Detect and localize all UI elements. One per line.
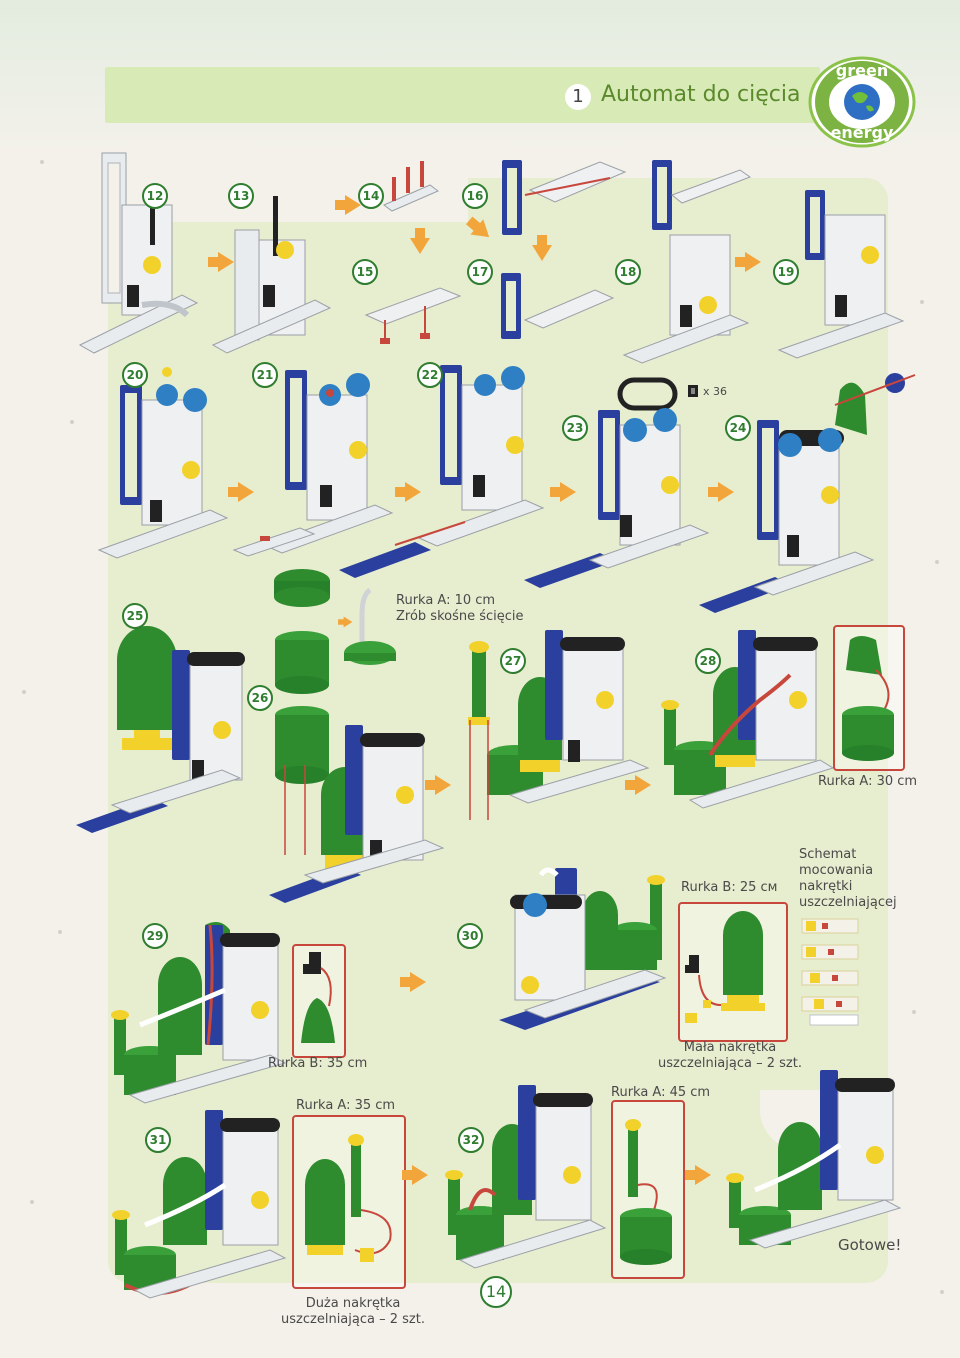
step-arrow-icon [425, 775, 451, 795]
model-step-20 [97, 367, 229, 559]
schema-label: Schemat mocowania nakrętki uszczelniając… [799, 847, 897, 910]
step-arrow-icon [550, 482, 576, 502]
step-arrow-icon [400, 972, 426, 992]
tube-a-35-label: Rurka A: 35 cm [296, 1098, 396, 1113]
model-step-26-disc [344, 587, 396, 665]
step-arrow-icon [338, 616, 353, 628]
model-step-29 [111, 921, 287, 1104]
tube-a-10-label: Rurka A: 10 cm [396, 593, 496, 608]
model-step-26-base [269, 725, 445, 903]
model-step-26-tank [275, 631, 329, 694]
step-arrow-icon [208, 252, 234, 272]
done-label: Gotowe! [838, 1236, 902, 1254]
model-step-13 [211, 196, 332, 354]
model-step-21 [262, 370, 394, 554]
step-number: 29 [142, 923, 168, 949]
step-number: 32 [458, 1127, 484, 1153]
step-number: 15 [352, 259, 378, 285]
seal-nut-schema [801, 918, 859, 1026]
tube-a-45-label: Rurka A: 45 cm [611, 1085, 711, 1100]
step-number: 17 [467, 259, 493, 285]
paper-speckle [58, 930, 62, 934]
step-number: 22 [417, 362, 443, 388]
step-arrow-icon [685, 1165, 711, 1185]
model-step-25 [76, 626, 245, 833]
step-number: 27 [500, 648, 526, 674]
model-step-28 [661, 630, 835, 809]
step-arrow-icon [402, 1165, 428, 1185]
title-bar [105, 67, 820, 123]
parts-icon [688, 385, 698, 397]
step-number: 20 [122, 362, 148, 388]
tube-a-30-label: Rurka A: 30 cm [818, 774, 918, 789]
step-number: 31 [145, 1127, 171, 1153]
model-step-15 [364, 287, 462, 344]
paper-speckle [940, 1290, 944, 1294]
model-step-26-tank2 [275, 706, 329, 784]
detail-tank-tube-a-30 [842, 636, 894, 761]
svg-text:energy: energy [831, 123, 894, 142]
model-step-12 [78, 152, 199, 354]
step-arrow-down-icon [532, 235, 552, 261]
model-step-19 [777, 190, 905, 359]
small-nut-label: Mała nakrętka uszczelniająca – 2 szt. [658, 1040, 802, 1071]
step-number: 12 [142, 183, 168, 209]
model-step-31 [112, 1110, 287, 1299]
model-step-32 [445, 1085, 607, 1269]
paper-speckle [40, 160, 44, 164]
step-arrow-icon [228, 482, 254, 502]
step-number: 19 [773, 259, 799, 285]
parts-count: x 36 [703, 385, 728, 398]
green-energy-logo: green energy [808, 56, 916, 148]
step-number: 25 [122, 603, 148, 629]
step-number: 16 [462, 183, 488, 209]
step-arrow-icon [395, 482, 421, 502]
model-step-17 [501, 273, 615, 339]
model-step-22-bar [232, 527, 316, 557]
big-nut-label: Duża nakrętka uszczelniająca – 2 szt. [281, 1296, 425, 1327]
tube-b-35-label: Rurka B: 35 cm [268, 1056, 368, 1071]
model-step-26-lid [274, 569, 330, 607]
paper-speckle [22, 690, 26, 694]
paper-speckle [70, 420, 74, 424]
step-number: 24 [725, 415, 751, 441]
paper-speckle [920, 300, 924, 304]
step-number: 21 [252, 362, 278, 388]
model-step-16 [502, 160, 627, 235]
step-number: 23 [562, 415, 588, 441]
paper-speckle [912, 1010, 916, 1014]
step-arrow-icon [335, 195, 361, 215]
step-number: 30 [457, 923, 483, 949]
paper-speckle [30, 1200, 34, 1204]
tube-a-10-note: Zrób skośne ścięcie [396, 609, 524, 624]
step-arrow-icon [735, 252, 761, 272]
model-step-14 [383, 161, 439, 212]
detail-big-nut [305, 1134, 392, 1262]
page-title: Automat do cięcia [601, 82, 801, 107]
step-number: 28 [695, 648, 721, 674]
step-arrow-icon [625, 775, 651, 795]
step-arrow-icon [708, 482, 734, 502]
detail-tube-b-35 [301, 952, 335, 1043]
paper-speckle [935, 560, 939, 564]
model-final [726, 1070, 902, 1249]
detail-tube-a-45 [620, 1119, 672, 1265]
detail-small-nut [685, 911, 765, 1023]
svg-text:green: green [836, 61, 888, 80]
model-step-30 [499, 867, 667, 1030]
model-step-18 [622, 160, 752, 364]
step-number: 18 [615, 259, 641, 285]
model-step-23 [524, 377, 710, 588]
tube-b-25-label: Rurka B: 25 cм [681, 880, 778, 895]
step-number: 26 [247, 685, 273, 711]
model-step-24 [699, 373, 916, 613]
page-number: 14 [480, 1276, 512, 1308]
step-number: 14 [358, 183, 384, 209]
step-number: 13 [228, 183, 254, 209]
model-step-22 [339, 365, 545, 578]
chapter-number: 1 [565, 84, 591, 110]
step-arrow-down-icon [410, 228, 430, 254]
model-step-27 [468, 630, 650, 820]
